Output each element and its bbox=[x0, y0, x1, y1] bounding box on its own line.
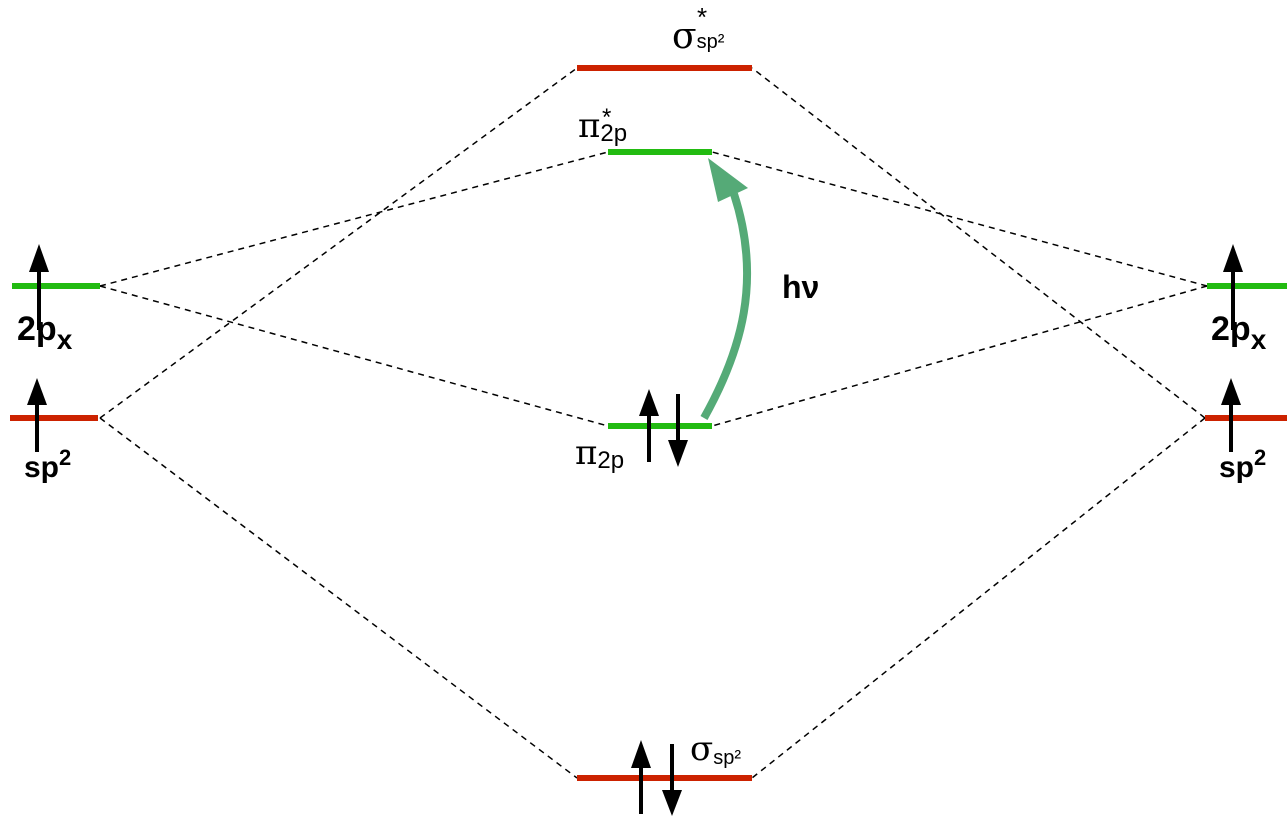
sigma-label: σsp² bbox=[690, 729, 741, 769]
connector-left-2px-pi-star bbox=[99, 151, 609, 287]
left-atom: 2px sp2 bbox=[10, 244, 100, 484]
connector-left-sp2-sigma-star bbox=[99, 67, 578, 419]
right-sp2-label: sp2 bbox=[1219, 445, 1266, 484]
connector-right-2px-pi bbox=[711, 285, 1208, 427]
left-2px-electron-up-arrow bbox=[29, 244, 49, 330]
sigma-electron-down-arrow bbox=[662, 744, 682, 816]
pi-electron-down-arrow bbox=[668, 394, 688, 467]
molecular-orbitals: σsp² * π2p * π2p bbox=[575, 2, 752, 816]
right-2px-electron-up-arrow bbox=[1223, 244, 1243, 330]
sigma-electron-up-arrow bbox=[631, 740, 651, 814]
connector-right-sp2-sigma bbox=[751, 417, 1206, 779]
connector-lines bbox=[99, 67, 1208, 779]
pi-star-label: π2p bbox=[578, 106, 627, 147]
pi-star-asterisk: * bbox=[602, 104, 611, 131]
right-2px-label: 2px bbox=[1211, 310, 1267, 355]
sigma-star-label: σsp² bbox=[672, 16, 725, 57]
pi-electron-up-arrow bbox=[639, 389, 659, 462]
left-2px-label: 2px bbox=[17, 310, 73, 355]
right-sp2-electron-up-arrow bbox=[1221, 378, 1241, 452]
connector-right-2px-pi-star bbox=[711, 151, 1208, 287]
excitation-label: hν bbox=[782, 269, 819, 305]
right-atom: 2px sp2 bbox=[1205, 244, 1287, 484]
pi-label: π2p bbox=[575, 433, 624, 474]
connector-left-2px-pi bbox=[99, 285, 609, 427]
connector-left-sp2-sigma bbox=[99, 417, 578, 779]
connector-right-sp2-sigma-star bbox=[751, 67, 1206, 419]
excitation-arrow bbox=[700, 158, 752, 420]
left-sp2-label: sp2 bbox=[24, 445, 71, 484]
left-sp2-electron-up-arrow bbox=[27, 378, 47, 452]
sigma-star-asterisk: * bbox=[697, 2, 707, 32]
